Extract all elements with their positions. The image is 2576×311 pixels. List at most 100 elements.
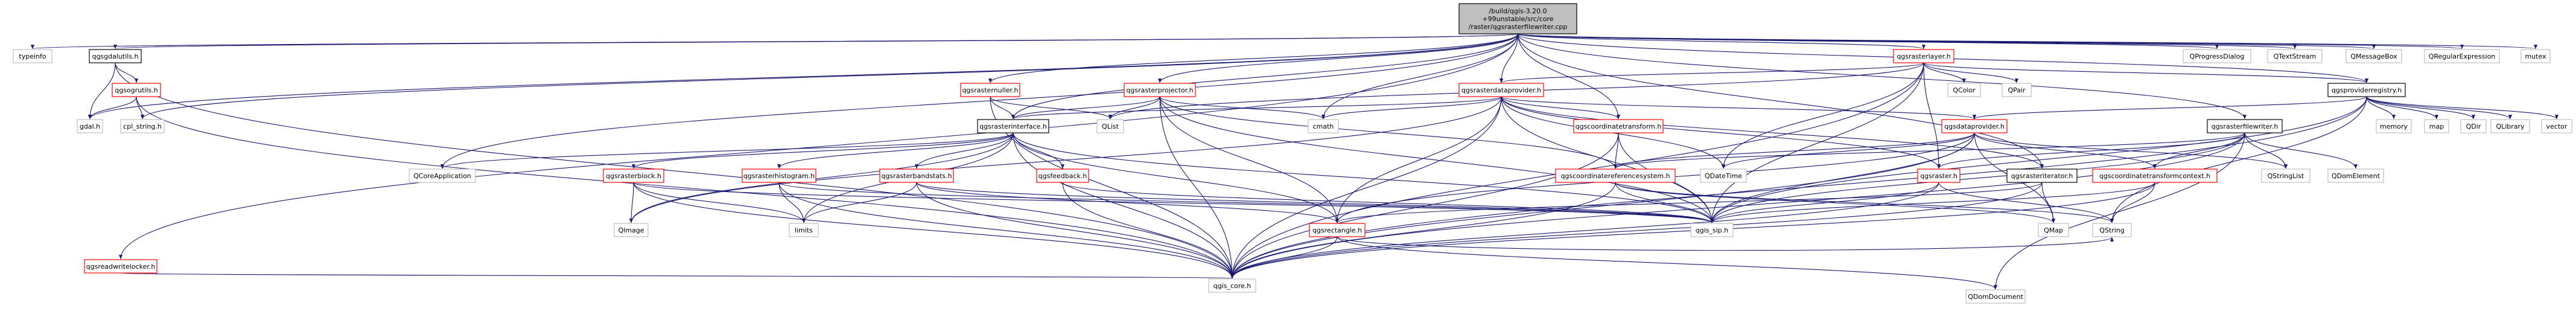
edge-qgsfeedback-to-qgis_core [1062,182,1235,279]
node-box-qgscoordinatetransformcontext [2092,168,2218,183]
node-qgsrasterhistogram[interactable]: qgsrasterhistogram.h [742,168,816,183]
edge-root-to-qgsrasternuller [988,33,1519,83]
node-QTextStream: QTextStream [2267,49,2323,63]
node-box-qgsraster [1917,168,1961,183]
node-box-QDir [2460,119,2487,133]
edge-qgscoordinatereferencesystem-to-qgis_core [1230,182,1616,279]
edge-qgsfeedback-to-qgis_sip [1062,182,1714,223]
node-label-root: /build/qgis-3.20.0 [1489,7,1547,15]
node-qgsrasterdataprovider[interactable]: qgsrasterdataprovider.h [1458,83,1544,97]
node-label-QRegularExpression: QRegularExpression [2429,53,2496,60]
edge-qgsrasterbandstats-to-qgis_sip [916,182,1714,223]
node-label-qgsrasterhistogram: qgsrasterhistogram.h [743,172,815,180]
node-QString: QString [2092,223,2132,237]
node-qgsogrutils[interactable]: qgsogrutils.h [112,83,161,97]
node-box-qgsproviderregistry [2327,83,2406,97]
edge-qgsrasterdataprovider-to-qgsrectangle [1335,96,1502,223]
node-label-qgsrasterlayer: qgsrasterlayer.h [1897,53,1950,60]
edge-qgsproviderregistry-to-QString [2110,96,2367,223]
node-gdal: gdal.h [77,119,103,133]
edge-qgsrasterinterface-to-qgsrasterblock [632,132,1014,169]
node-mutex: mutex [2520,49,2551,63]
edge-qgsrasterprojector-to-qgsrectangle [1159,96,1340,223]
node-qgsrasterfilewriter[interactable]: qgsrasterfilewriter.h [2207,119,2283,133]
node-qgsgdalutils[interactable]: qgsgdalutils.h [89,49,142,63]
node-box-qgsrasterblock [603,168,664,183]
edge-qgsrectangle-to-QDomDocument [1337,236,1997,290]
node-qgsrasteriterator[interactable]: qgsrasteriterator.h [2006,168,2078,183]
node-qgsrasterlayer[interactable]: qgsrasterlayer.h [1893,49,1954,63]
edge-qgsrasterblock-to-qgis_core [633,182,1234,279]
node-qgscoordinatetransform[interactable]: qgscoordinatetransform.h [1573,119,1664,133]
edge-qgsrasterlayer-to-QPair [1923,62,2019,83]
edge-qgsproviderregistry-to-vector [2366,96,2559,120]
node-box-qgis_sip [1690,223,1734,237]
node-box-qgscoordinatetransform [1573,119,1664,133]
edge-qgsrasterdataprovider-to-qgscoordinatetransform [1501,96,1621,120]
node-QLibrary: QLibrary [2490,119,2530,133]
node-box-qgsrasterfilewriter [2207,119,2283,133]
node-box-qgsrasterbandstats [879,168,954,183]
node-label-QStringList: QStringList [2268,172,2304,180]
edge-qgsproviderregistry-to-map [2366,96,2439,120]
node-label-QDomDocument: QDomDocument [1968,293,2023,301]
edge-qgsrasteriterator-to-qgsrectangle [1335,182,2043,223]
node-label-gdal: gdal.h [80,123,100,130]
node-qgsrectangle[interactable]: qgsrectangle.h [1309,223,1366,237]
edge-qgsrasterblock-to-qgis_sip [633,182,1714,223]
node-label-qgsrasternuller: qgsrasternuller.h [962,86,1019,94]
node-qgsrasterbandstats[interactable]: qgsrasterbandstats.h [879,168,954,183]
node-label-qgsreadwritelocker: qgsreadwritelocker.h [86,263,156,271]
edge-qgsrasterprojector-to-qgsrasterinterface [1011,96,1160,120]
node-box-limits [789,223,819,237]
node-label-QDomElement: QDomElement [2332,172,2380,180]
node-qgsrasterinterface[interactable]: qgsrasterinterface.h [977,119,1049,133]
node-qgsdataprovider[interactable]: qgsdataprovider.h [1941,119,2008,133]
edge-qgsdataprovider-to-QDateTime [1722,132,1975,169]
edge-qgsrasterlayer-to-qgsraster [1923,62,1941,169]
node-box-QMessageBox [2345,49,2402,63]
node-qgsproviderregistry[interactable]: qgsproviderregistry.h [2327,83,2406,97]
node-box-qgsrasterprojector [1124,83,1196,97]
edge-root-to-qgsrasterfilewriter [1517,33,2247,120]
node-label-cpl_string: cpl_string.h [123,123,162,130]
node-qgsrasterblock[interactable]: qgsrasterblock.h [603,168,664,183]
edge-qgsrasterfilewriter-to-QDomElement [2244,132,2358,169]
node-box-QMap [2038,223,2069,237]
node-label-root: +99unstable/src/core [1482,15,1553,23]
node-qgsraster[interactable]: qgsraster.h [1917,168,1961,183]
edge-qgsrasterbandstats-to-limits [801,182,917,223]
node-label-qgscoordinatetransform: qgscoordinatetransform.h [1576,123,1662,130]
node-box-qgsrasterhistogram [742,168,816,183]
node-QDomElement: QDomElement [2327,168,2384,183]
node-label-qgsdataprovider: qgsdataprovider.h [1944,123,2005,130]
node-label-qgscoordinatereferencesystem: qgscoordinatereferencesystem.h [1560,172,1670,180]
node-label-QList: QList [1102,123,1119,130]
edge-qgsrasterdataprovider-to-qgsdataprovider [1501,96,1976,120]
edge-qgsrasterblock-to-QImage [629,182,634,223]
node-qgsrasternuller[interactable]: qgsrasternuller.h [960,83,1020,97]
edge-qgsrasterprojector-to-qgis_core [1159,96,1235,279]
node-box-qgsrasteriterator [2006,168,2078,183]
node-label-QImage: QImage [618,226,644,234]
node-box-QPair [2002,83,2032,97]
node-label-qgsgdalutils: qgsgdalutils.h [92,53,138,60]
node-qgscoordinatetransformcontext[interactable]: qgscoordinatetransformcontext.h [2092,168,2218,183]
node-box-qgsrectangle [1309,223,1366,237]
edge-root-to-gdal [88,33,1519,120]
node-qgsfeedback[interactable]: qgsfeedback.h [1036,168,1089,183]
edge-qgscoordinatereferencesystem-to-QMap [1615,182,2055,223]
node-box-qgsdataprovider [1941,119,2008,133]
node-qgscoordinatereferencesystem[interactable]: qgscoordinatereferencesystem.h [1555,168,1676,183]
node-QColor: QColor [1947,83,1981,97]
node-label-root: /raster/qgsrasterfilewriter.cpp [1469,23,1568,31]
node-box-cmath [1308,119,1339,133]
node-qgsrasterprojector[interactable]: qgsrasterprojector.h [1124,83,1196,97]
node-root: /build/qgis-3.20.0+99unstable/src/core/r… [1458,3,1577,34]
node-box-mutex [2520,49,2551,63]
edge-qgsrasterfilewriter-to-qgis_sip [1710,132,2245,223]
edge-qgsrasterinterface-to-qgsrasterhistogram [777,132,1014,169]
node-QCoreApplication: QCoreApplication [409,168,476,183]
node-box-QDateTime [1700,168,1747,183]
node-qgsreadwritelocker[interactable]: qgsreadwritelocker.h [84,259,157,274]
